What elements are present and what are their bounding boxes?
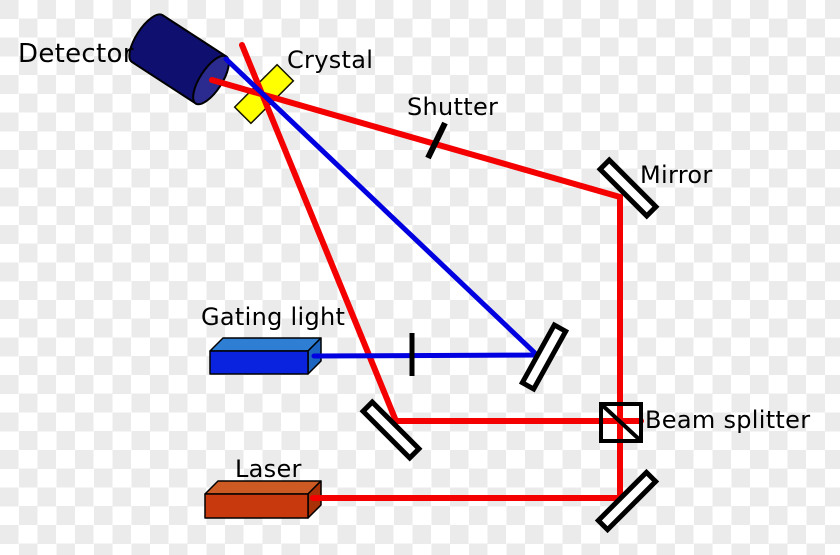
gating-light-top-face <box>209 337 322 352</box>
laser-source-icon <box>204 480 322 519</box>
red-beam-laser-mirror-crystal-detector <box>209 77 623 501</box>
detector-icon <box>128 13 230 106</box>
mirror-mid-left-icon <box>359 398 423 462</box>
label-laser: Laser <box>235 455 302 483</box>
label-crystal: Crystal <box>287 46 374 74</box>
mirror-gating-icon <box>518 321 570 393</box>
beam-splitter-diagonal <box>599 402 643 443</box>
gating-light-source-icon <box>209 337 322 375</box>
label-detector: Detector <box>18 39 134 69</box>
mirror-bottom-right-icon <box>594 468 660 534</box>
label-shutter: Shutter <box>407 93 499 121</box>
gating-light-front-face <box>209 350 309 375</box>
shutter-icon <box>425 121 448 160</box>
label-beam-splitter: Beam splitter <box>645 406 811 434</box>
label-gating-light: Gating light <box>201 303 346 331</box>
laser-front-face <box>204 493 309 519</box>
beam-splitter-outline <box>599 402 643 443</box>
mirror-top-right-icon <box>596 156 660 220</box>
label-mirror: Mirror <box>640 161 713 189</box>
red-beam-splitter-mirror-crystal <box>239 42 644 424</box>
